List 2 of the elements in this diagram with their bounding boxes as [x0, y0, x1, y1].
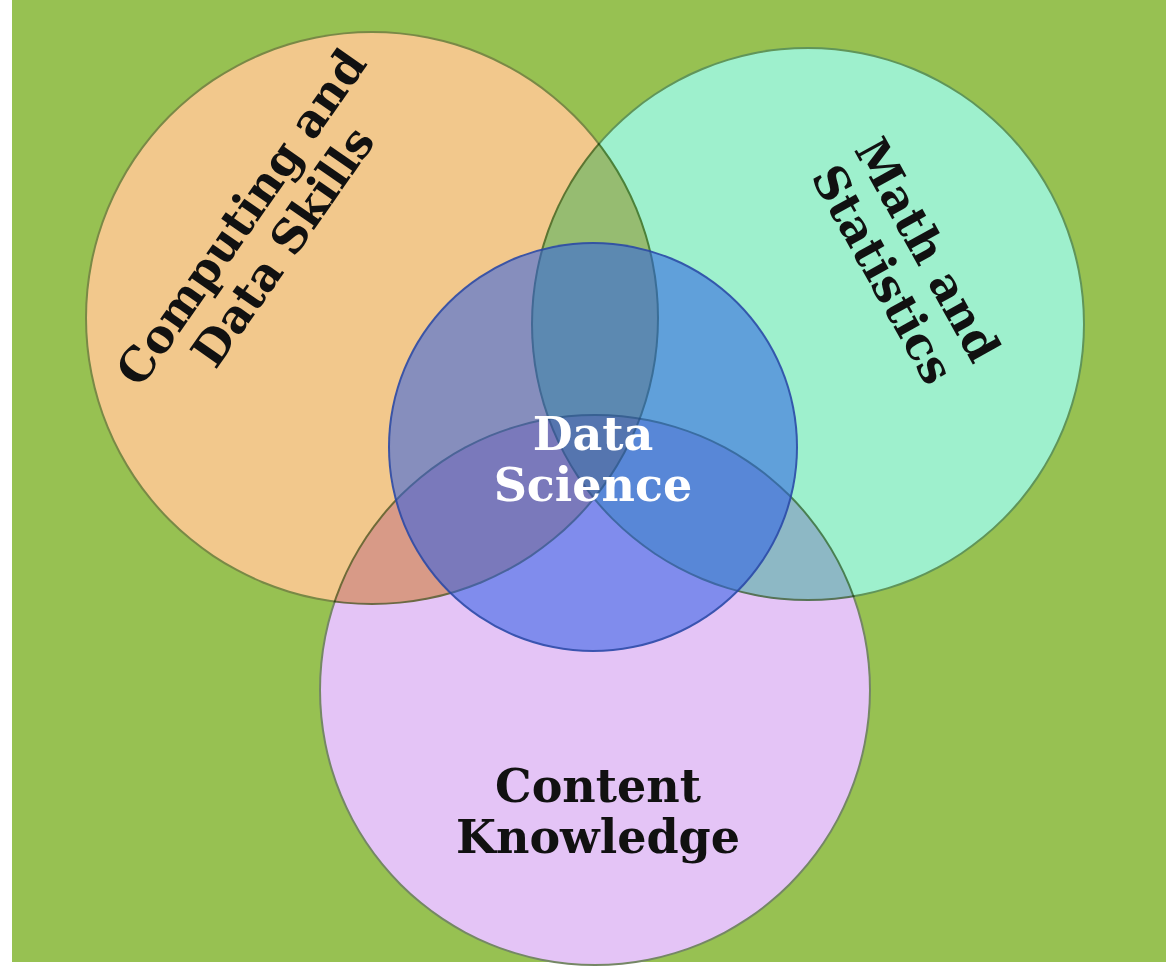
circle-label: Content Knowledge: [454, 761, 741, 863]
circle-label: Data Science: [492, 409, 694, 511]
